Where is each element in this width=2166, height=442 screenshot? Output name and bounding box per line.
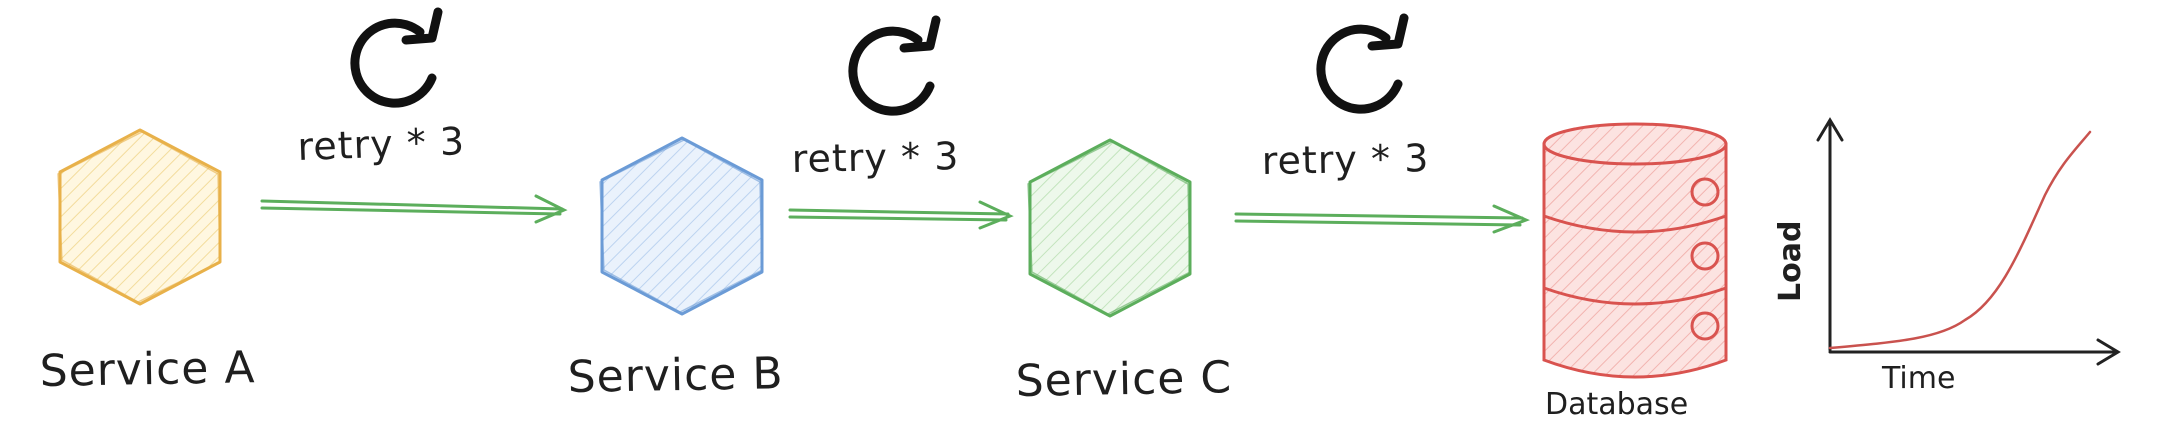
service-a-hexagon bbox=[58, 128, 222, 306]
service-a-label: Service A bbox=[39, 342, 256, 397]
arrow-a-to-b bbox=[260, 194, 568, 224]
service-b-node: Service B bbox=[567, 136, 784, 403]
load-chart: Load Time bbox=[1773, 117, 2121, 396]
retry-label-3: retry * 3 bbox=[1261, 136, 1429, 183]
service-c-hexagon bbox=[1028, 138, 1192, 318]
refresh-icon bbox=[350, 7, 443, 108]
retry-label-1: retry * 3 bbox=[297, 119, 466, 169]
database-icon bbox=[1542, 122, 1728, 379]
service-c-label: Service C bbox=[1015, 352, 1232, 407]
retry-group-2: retry * 3 bbox=[791, 15, 960, 181]
service-b-hexagon bbox=[600, 136, 764, 316]
y-axis-arrowhead bbox=[1816, 117, 1844, 142]
load-chart-axes bbox=[1816, 117, 2121, 366]
retry-label-2: retry * 3 bbox=[791, 134, 959, 181]
database-node: Database bbox=[1542, 122, 1728, 422]
service-c-node: Service C bbox=[1015, 138, 1232, 407]
refresh-icon bbox=[1316, 13, 1409, 114]
time-axis-label: Time bbox=[1881, 361, 1955, 396]
load-curve bbox=[1828, 130, 2092, 350]
refresh-icon bbox=[848, 15, 941, 116]
retry-group-1: retry * 3 bbox=[297, 7, 466, 169]
x-axis-arrowhead bbox=[2096, 338, 2121, 366]
arrow-c-to-database bbox=[1234, 204, 1530, 234]
service-b-label: Service B bbox=[567, 348, 784, 403]
arrow-b-to-c bbox=[788, 200, 1014, 230]
service-a-node: Service A bbox=[39, 128, 256, 397]
load-axis-label: Load bbox=[1773, 221, 1808, 302]
database-label: Database bbox=[1545, 387, 1688, 422]
retry-group-3: retry * 3 bbox=[1261, 13, 1430, 183]
